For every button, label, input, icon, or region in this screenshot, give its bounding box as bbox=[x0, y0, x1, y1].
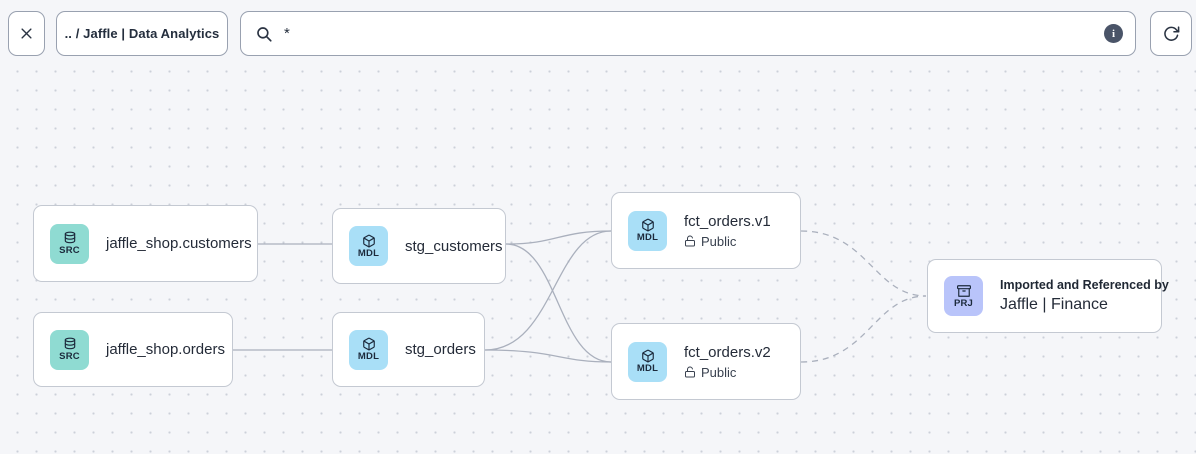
node-label: jaffle_shop.customers bbox=[106, 235, 252, 252]
node-sublabel: Imported and Referenced by bbox=[1000, 278, 1169, 292]
node-label: stg_orders bbox=[405, 341, 476, 358]
close-icon bbox=[21, 28, 32, 39]
node-jaffle-shop-customers[interactable]: SRC jaffle_shop.customers bbox=[33, 205, 258, 282]
edge-fct_orders_v1-to-project bbox=[800, 230, 927, 297]
badge-label: MDL bbox=[636, 232, 659, 244]
search-box[interactable]: i bbox=[240, 11, 1136, 56]
model-badge: MDL bbox=[628, 210, 667, 251]
info-icon[interactable]: i bbox=[1104, 24, 1123, 43]
cube-icon bbox=[362, 234, 375, 248]
node-jaffle-shop-orders[interactable]: SRC jaffle_shop.orders bbox=[33, 312, 233, 387]
source-badge: SRC bbox=[50, 329, 89, 370]
source-badge: SRC bbox=[50, 223, 89, 264]
lock-open-icon bbox=[685, 366, 695, 378]
node-stg-customers[interactable]: MDL stg_customers bbox=[332, 208, 506, 284]
breadcrumb[interactable]: .. / Jaffle | Data Analytics bbox=[56, 11, 228, 56]
close-button[interactable] bbox=[8, 11, 45, 56]
search-input[interactable] bbox=[284, 25, 1104, 42]
project-badge: PRJ bbox=[944, 276, 983, 316]
node-stg-orders[interactable]: MDL stg_orders bbox=[332, 312, 485, 387]
node-fct-orders-v2[interactable]: MDL fct_orders.v2 Public bbox=[611, 323, 801, 400]
model-badge: MDL bbox=[628, 341, 667, 382]
badge-label: MDL bbox=[357, 351, 380, 363]
database-icon bbox=[64, 231, 75, 244]
badge-label: PRJ bbox=[953, 297, 974, 309]
lock-open-icon bbox=[685, 235, 695, 247]
badge-label: SRC bbox=[59, 351, 80, 363]
database-icon bbox=[64, 337, 75, 350]
refresh-button[interactable] bbox=[1150, 11, 1192, 56]
node-label: Jaffle | Finance bbox=[1000, 296, 1108, 313]
cube-icon bbox=[362, 337, 375, 351]
breadcrumb-label: .. / Jaffle | Data Analytics bbox=[64, 26, 220, 41]
cube-icon bbox=[641, 218, 654, 232]
model-badge: MDL bbox=[349, 226, 388, 266]
cube-icon bbox=[641, 349, 654, 363]
access-row: Public bbox=[684, 234, 771, 249]
edge-stg_customers-to-fct_orders_v1 bbox=[505, 230, 612, 245]
node-label: fct_orders.v1 bbox=[684, 212, 771, 230]
node-label: jaffle_shop.orders bbox=[106, 341, 225, 358]
node-project-jaffle-finance[interactable]: PRJ Imported and Referenced by Jaffle | … bbox=[927, 259, 1169, 333]
archive-icon bbox=[956, 284, 971, 297]
access-row: Public bbox=[684, 365, 771, 380]
node-label: stg_customers bbox=[405, 237, 503, 255]
badge-label: MDL bbox=[636, 363, 659, 375]
refresh-cw-icon bbox=[1163, 26, 1179, 41]
badge-label: SRC bbox=[59, 245, 80, 257]
edge-fct_orders_v2-to-project bbox=[800, 295, 927, 363]
canvas-bottom-edge bbox=[0, 454, 1196, 467]
edge-stg_customers-to-fct_orders_v2 bbox=[505, 243, 612, 363]
model-badge: MDL bbox=[349, 329, 388, 370]
access-label: Public bbox=[701, 233, 737, 249]
node-label: fct_orders.v2 bbox=[684, 343, 771, 361]
edge-stg_orders-to-fct_orders_v1 bbox=[484, 230, 612, 351]
access-label: Public bbox=[701, 364, 737, 380]
lineage-toolbar: .. / Jaffle | Data Analytics i bbox=[0, 0, 1196, 58]
badge-label: MDL bbox=[357, 247, 380, 259]
search-icon bbox=[257, 26, 272, 42]
edge-stg_orders-to-fct_orders_v2 bbox=[484, 349, 612, 363]
node-fct-orders-v1[interactable]: MDL fct_orders.v1 Public bbox=[611, 192, 801, 269]
